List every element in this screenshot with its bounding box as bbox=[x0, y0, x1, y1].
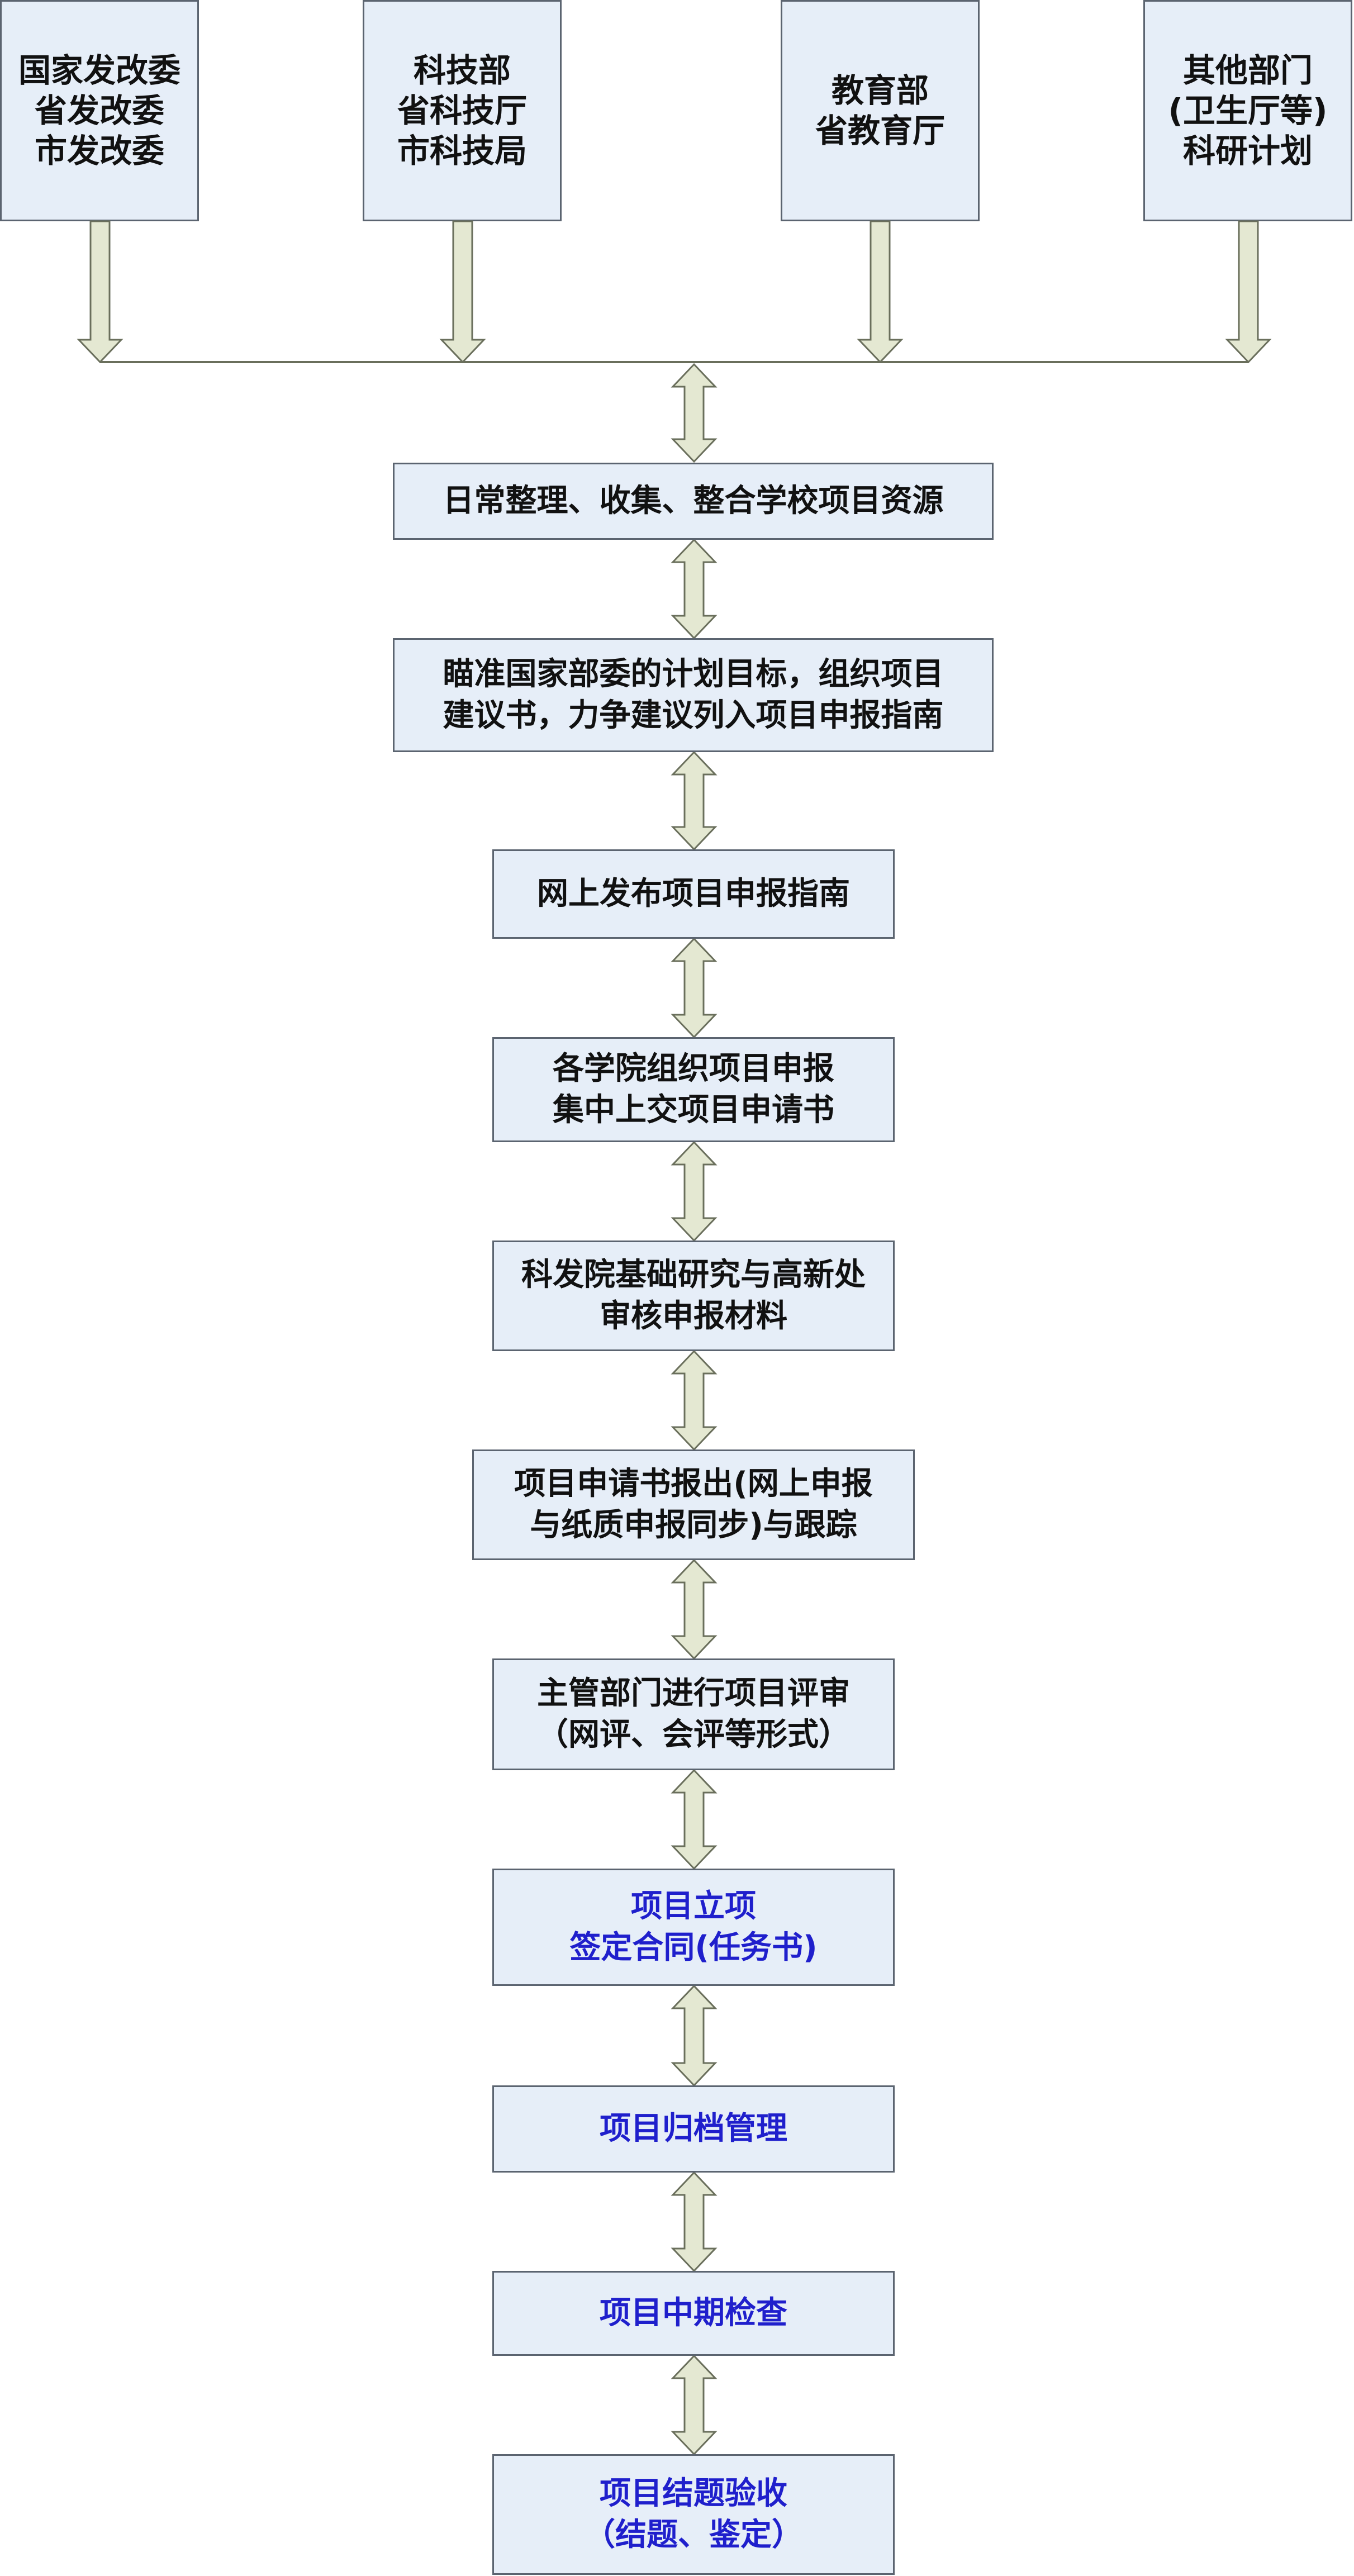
step-publish-guide: 网上发布项目申报指南 bbox=[492, 849, 895, 939]
double-arrow-icon bbox=[671, 538, 718, 640]
step-review-materials: 科发院基础研究与高新处 审核申报材料 bbox=[492, 1241, 895, 1351]
step-evaluation-line-2: （网评、会评等形式） bbox=[537, 1717, 850, 1753]
double-arrow-icon bbox=[671, 1140, 718, 1242]
down-arrow-icon bbox=[77, 220, 123, 364]
step-college-apply: 各学院组织项目申报 集中上交项目申请书 bbox=[492, 1037, 895, 1142]
down-arrow-icon bbox=[1225, 220, 1272, 364]
source-box-most-line-2: 省科技厅 bbox=[397, 92, 527, 130]
double-arrow-icon bbox=[671, 1769, 718, 1870]
step-proposal: 瞄准国家部委的计划目标，组织项目 建议书，力争建议列入项目申报指南 bbox=[393, 638, 994, 752]
step-approval-contract: 项目立项 签定合同(任务书) bbox=[492, 1869, 895, 1986]
step-collect-resources-line-1: 日常整理、收集、整合学校项目资源 bbox=[443, 483, 944, 519]
step-approval-contract-line-2: 签定合同(任务书) bbox=[569, 1929, 818, 1966]
step-proposal-line-2: 建议书，力争建议列入项目申报指南 bbox=[443, 697, 944, 734]
double-arrow-icon bbox=[671, 2354, 718, 2456]
source-box-most: 科技部 省科技厅 市科技局 bbox=[363, 0, 562, 221]
step-final-acceptance: 项目结题验收 （结题、鉴定） bbox=[492, 2454, 895, 2575]
step-final-acceptance-line-2: （结题、鉴定） bbox=[584, 2517, 803, 2553]
source-box-ndrc-line-1: 国家发改委 bbox=[18, 51, 180, 89]
source-box-ndrc-line-2: 省发改委 bbox=[34, 92, 164, 130]
source-box-other-line-1: 其他部门 bbox=[1182, 51, 1313, 89]
source-box-ndrc-line-3: 市发改委 bbox=[34, 132, 164, 170]
step-proposal-line-1: 瞄准国家部委的计划目标，组织项目 bbox=[443, 656, 944, 692]
step-college-apply-line-2: 集中上交项目申请书 bbox=[553, 1092, 834, 1128]
step-archive-line-1: 项目归档管理 bbox=[600, 2111, 787, 2147]
step-review-materials-line-2: 审核申报材料 bbox=[600, 1298, 787, 1334]
double-arrow-icon bbox=[671, 1984, 718, 2087]
source-box-moe-line-1: 教育部 bbox=[831, 72, 929, 110]
step-submit-track-line-1: 项目申请书报出(网上申报 bbox=[514, 1466, 873, 1502]
double-arrow-icon bbox=[671, 363, 718, 463]
source-box-moe-line-2: 省教育厅 bbox=[815, 112, 945, 150]
double-arrow-icon bbox=[671, 750, 718, 851]
source-box-other-line-3: 科研计划 bbox=[1182, 132, 1313, 170]
step-midterm-check-line-1: 项目中期检查 bbox=[600, 2295, 787, 2331]
double-arrow-icon bbox=[671, 1349, 718, 1451]
step-evaluation-line-1: 主管部门进行项目评审 bbox=[537, 1675, 850, 1712]
double-arrow-icon bbox=[671, 2171, 718, 2273]
source-box-other-line-2: (卫生厅等) bbox=[1168, 92, 1328, 130]
step-final-acceptance-line-1: 项目结题验收 bbox=[600, 2475, 787, 2512]
step-collect-resources: 日常整理、收集、整合学校项目资源 bbox=[393, 463, 994, 540]
source-box-ndrc: 国家发改委 省发改委 市发改委 bbox=[0, 0, 199, 221]
step-submit-track-line-2: 与纸质申报同步)与跟踪 bbox=[530, 1507, 857, 1543]
step-college-apply-line-1: 各学院组织项目申报 bbox=[553, 1051, 834, 1087]
down-arrow-icon bbox=[439, 220, 486, 364]
double-arrow-icon bbox=[671, 937, 718, 1039]
step-approval-contract-line-1: 项目立项 bbox=[631, 1888, 756, 1924]
down-arrow-icon bbox=[857, 220, 904, 364]
step-midterm-check: 项目中期检查 bbox=[492, 2271, 895, 2356]
step-submit-track: 项目申请书报出(网上申报 与纸质申报同步)与跟踪 bbox=[472, 1449, 915, 1560]
source-box-most-line-3: 市科技局 bbox=[397, 132, 527, 170]
step-archive: 项目归档管理 bbox=[492, 2085, 895, 2173]
step-publish-guide-line-1: 网上发布项目申报指南 bbox=[537, 876, 850, 912]
step-evaluation: 主管部门进行项目评审 （网评、会评等形式） bbox=[492, 1658, 895, 1770]
source-box-other: 其他部门 (卫生厅等) 科研计划 bbox=[1143, 0, 1352, 221]
double-arrow-icon bbox=[671, 1558, 718, 1660]
step-review-materials-line-1: 科发院基础研究与高新处 bbox=[521, 1257, 866, 1293]
source-box-most-line-1: 科技部 bbox=[413, 51, 511, 89]
